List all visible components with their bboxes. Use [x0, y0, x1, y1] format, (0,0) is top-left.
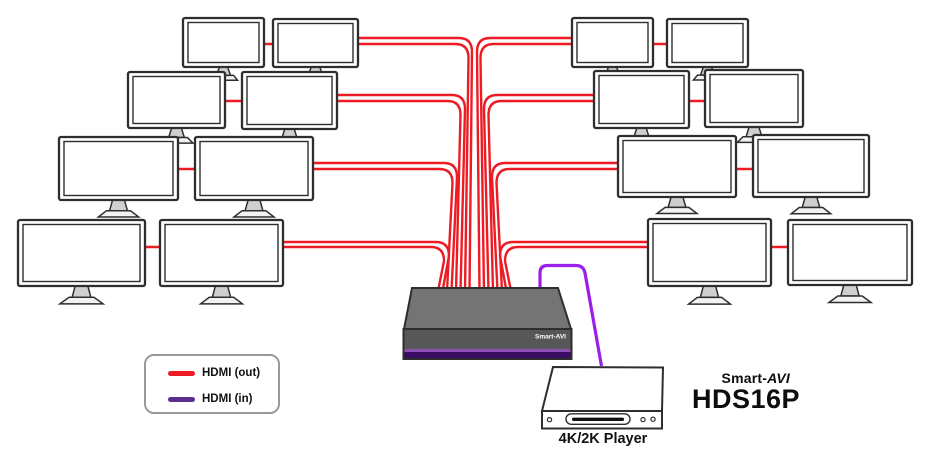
legend-label-hdmi-in: HDMI (in) [202, 393, 253, 405]
display-monitor [646, 217, 773, 305]
cable-layer [81, 36, 850, 292]
monitor-stand-neck [108, 199, 129, 212]
monitor-stand-base [686, 296, 733, 305]
splitter-top-face [402, 287, 573, 330]
hdmi-out-cable [254, 161, 459, 292]
splitter-stripe [404, 352, 571, 358]
display-monitor [616, 134, 738, 215]
monitor-stand-neck [839, 284, 861, 297]
monitor-screen [792, 223, 908, 282]
monitor-stand-neck [71, 285, 92, 298]
monitor-screen [277, 22, 354, 64]
hdmi-out-swatch [168, 370, 195, 376]
hdmi-out-cable [482, 93, 641, 292]
player-top-face [540, 365, 665, 412]
legend: HDMI (out) HDMI (in) [144, 354, 280, 414]
monitor-screen [132, 75, 221, 125]
monitor-screen [598, 74, 685, 125]
monitor-screen [199, 140, 309, 197]
hdmi-out-cable [118, 167, 454, 292]
brand-suffix: AVI [767, 370, 790, 386]
monitor-stand-base [654, 206, 700, 215]
hdmi-splitter-device: Smart-AVI [402, 287, 573, 360]
hdmi-out-cable [315, 36, 474, 292]
display-monitor [158, 218, 285, 305]
monitor-stand-base [826, 295, 874, 304]
monitor-stand-base [57, 296, 106, 305]
model-number: HDS16P [691, 384, 800, 414]
monitor-stand-neck [211, 285, 232, 298]
monitor-screen [757, 138, 865, 194]
monitor-screen [164, 223, 279, 283]
hdmi-in-cable [538, 263, 604, 367]
legend-item-hdmi-in: HDMI (in) [168, 393, 252, 405]
monitor-screen [622, 139, 732, 194]
monitor-screen [22, 223, 141, 283]
display-monitor [57, 135, 180, 218]
player-led-right-1 [640, 416, 646, 423]
display-monitor [126, 70, 227, 144]
monitor-stand-base [198, 296, 245, 305]
media-player-device [540, 365, 665, 430]
display-monitor [16, 218, 147, 305]
display-monitor [786, 218, 914, 304]
monitor-stand-base [231, 209, 277, 218]
monitor-screen [671, 22, 744, 64]
monitor-screen [576, 21, 649, 64]
hdmi-in-swatch [168, 396, 195, 402]
monitor-stand-neck [801, 196, 821, 209]
hdmi-out-cable [495, 167, 811, 292]
display-monitor [665, 17, 750, 81]
display-monitor [703, 68, 805, 144]
legend-label-hdmi-out: HDMI (out) [202, 367, 261, 379]
brand-logo: Smart-AVI [660, 370, 790, 386]
display-monitor [592, 69, 691, 145]
brand-prefix: Smart- [721, 370, 768, 386]
hdmi-out-cable [490, 161, 677, 292]
hdmi-out-cable [81, 245, 446, 292]
display-monitor [240, 70, 339, 146]
hdmi-out-cable [479, 42, 707, 292]
hdmi-out-cable [289, 93, 467, 292]
player-led-right-2 [650, 416, 656, 422]
monitor-screen [709, 73, 799, 124]
hdmi-out-cable [176, 99, 462, 292]
display-monitor [751, 133, 871, 215]
legend-item-hdmi-out: HDMI (out) [168, 367, 260, 379]
monitor-screen [187, 21, 260, 64]
display-monitor [271, 17, 360, 81]
display-monitor [193, 135, 315, 218]
splitter-stripe-highlight [404, 349, 571, 352]
display-monitor [181, 16, 266, 81]
monitor-stand-neck [244, 199, 264, 212]
player-led-left [546, 417, 553, 423]
monitor-layer [16, 16, 914, 305]
monitor-stand-neck [667, 196, 687, 209]
monitor-screen [652, 222, 767, 283]
hdmi-out-cable [475, 36, 612, 292]
monitor-stand-base [96, 209, 141, 218]
monitor-stand-base [789, 206, 833, 215]
monitor-stand-neck [699, 285, 720, 299]
monitor-screen [246, 75, 333, 126]
hdmi-out-cable [487, 99, 754, 292]
hdmi-out-cable [223, 42, 470, 292]
monitor-screen [63, 140, 174, 197]
hdmi-out-cable [498, 240, 709, 292]
player-caption: 4K/2K Player [558, 431, 648, 447]
splitter-brand-label: Smart-AVI [535, 334, 566, 341]
player-disc-slot-opening [572, 417, 624, 421]
hdmi-out-cable [503, 245, 850, 292]
